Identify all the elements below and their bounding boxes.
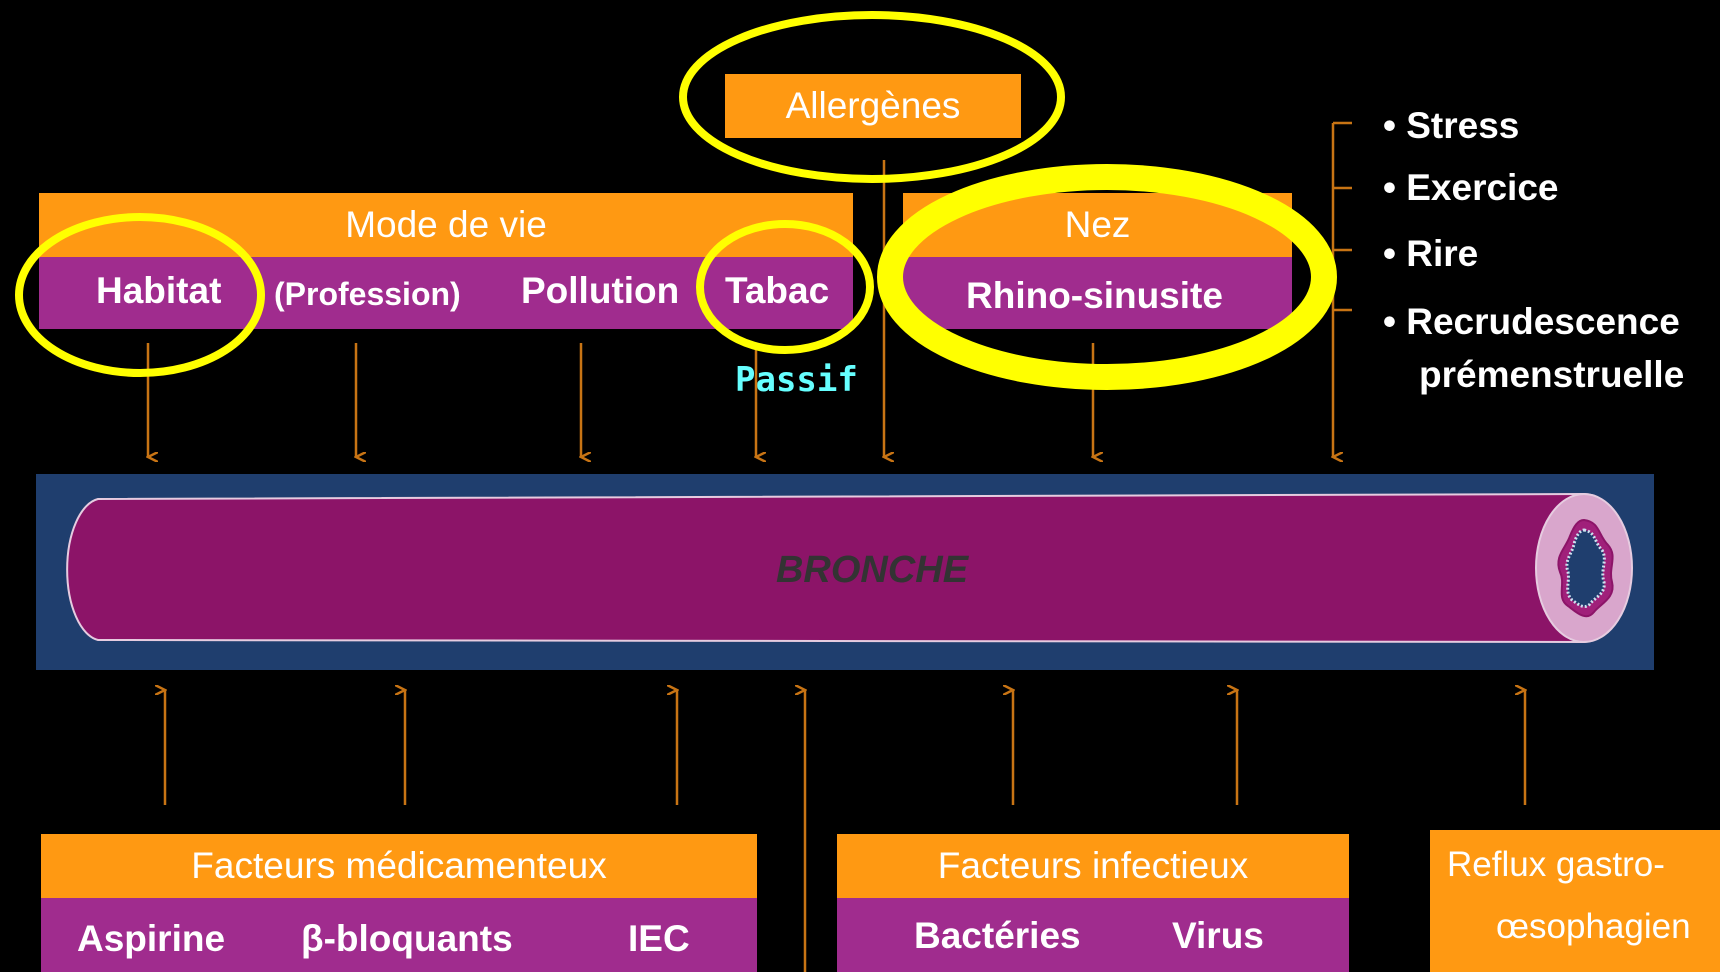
highlight-tabac	[696, 220, 874, 354]
infectious-factors-header-label: Facteurs infectieux	[937, 845, 1249, 886]
highlight-allergens	[679, 11, 1065, 183]
bronchus-label: BRONCHE	[776, 549, 970, 591]
drug-factors-header-label: Facteurs médicamenteux	[191, 845, 607, 886]
infectious-factors-items-bar	[837, 898, 1349, 972]
drug-ace-inhibitors: IEC	[628, 918, 690, 959]
drug-beta-blockers: β-bloquants	[301, 918, 513, 959]
trigger-premenstrual: • Recrudescence	[1383, 301, 1680, 342]
reflux-line1: Reflux gastro-	[1447, 845, 1665, 884]
drug-factors-header: Facteurs médicamenteux	[41, 834, 757, 898]
lifestyle-items-bar	[39, 257, 853, 329]
lifestyle-item-habitat: Habitat	[96, 270, 222, 311]
triggers-bracket	[1333, 121, 1352, 312]
allergens-label: Allergènes	[785, 85, 961, 126]
infection-bacteria: Bactéries	[914, 915, 1081, 956]
highlight-ellipses	[15, 11, 1337, 390]
highlight-habitat	[15, 213, 265, 377]
trigger-laugh: • Rire	[1383, 233, 1479, 274]
nose-header-label: Nez	[1064, 204, 1131, 245]
nose-item-rhinosinusitis: Rhino-sinusite	[966, 275, 1223, 316]
infectious-factors-header: Facteurs infectieux	[837, 834, 1349, 898]
trigger-exercise: • Exercice	[1383, 167, 1559, 208]
allergens-box: Allergènes	[725, 74, 1021, 138]
trigger-stress: • Stress	[1383, 105, 1520, 146]
infection-virus: Virus	[1172, 915, 1264, 956]
lifestyle-item-pollution: Pollution	[521, 270, 680, 311]
bottom-arrows	[165, 690, 1525, 972]
highlight-nose	[877, 164, 1337, 390]
drug-factors-items-bar	[41, 898, 757, 972]
lifestyle-item-tabac: Tabac	[725, 270, 830, 311]
reflux-box	[1430, 830, 1720, 972]
trigger-premenstrual-cont: prémenstruelle	[1419, 354, 1685, 395]
drug-aspirin: Aspirine	[77, 918, 226, 959]
nose-items-bar	[903, 257, 1292, 329]
lifestyle-header-label: Mode de vie	[345, 204, 547, 245]
bronchus-tube	[66, 492, 1633, 644]
reflux-line2: œsophagien	[1496, 907, 1691, 946]
lifestyle-item-profession: (Profession)	[274, 276, 461, 312]
